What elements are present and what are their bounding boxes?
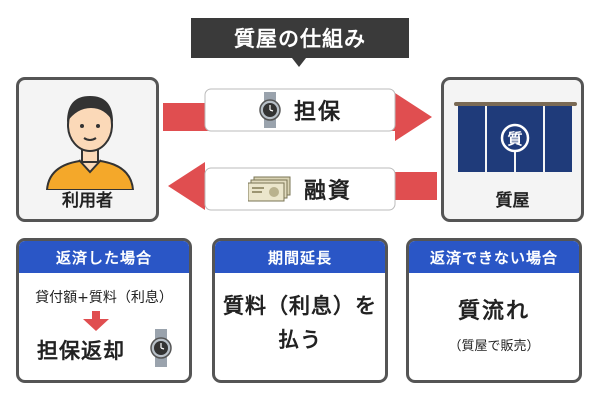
collateral-text: 担保 [293,100,342,125]
wristwatch-icon [150,329,172,367]
extend-card: 期間延長 質料（利息）を 払う [212,238,388,383]
extend-line-2: 払う [278,328,322,352]
default-card-header: 返済できない場合 [409,241,579,273]
banknote-stack-icon [247,176,291,202]
extend-line-1: 質料（利息）を [223,294,377,318]
default-card: 返済できない場合 質流れ （質屋で販売） [406,238,582,383]
noren-curtain-icon: 質 [454,102,577,172]
financing-flow: 融資 [205,168,395,210]
extend-card-header: 期間延長 [215,241,385,273]
wristwatch-icon [259,92,281,128]
default-main-text: 質流れ [457,299,530,324]
collateral-label-box [204,88,396,132]
repay-card: 返済した場合 貸付額+質料（利息） 担保返却 [16,238,192,383]
financing-text: 融資 [303,179,352,204]
repay-result-text: 担保返却 [37,339,125,363]
extend-text: 質料（利息）を 払う [215,289,385,357]
noren-mark: 質 [507,130,522,148]
person-icon [45,96,135,190]
title-pointer [292,58,306,67]
default-sub-text: （質屋で販売） [448,339,540,354]
pawnshop-label: 質屋 [495,191,530,211]
repay-card-header: 返済した場合 [19,241,189,273]
down-arrow-icon [83,311,109,331]
pawnshop-box: 質 質屋 [441,77,584,222]
user-label: 利用者 [62,191,113,211]
repay-amount-text: 貸付額+質料（利息） [35,290,173,306]
user-box: 利用者 [16,77,159,222]
diagram-title: 質屋の仕組み [191,18,409,58]
collateral-flow: 担保 [205,89,395,131]
